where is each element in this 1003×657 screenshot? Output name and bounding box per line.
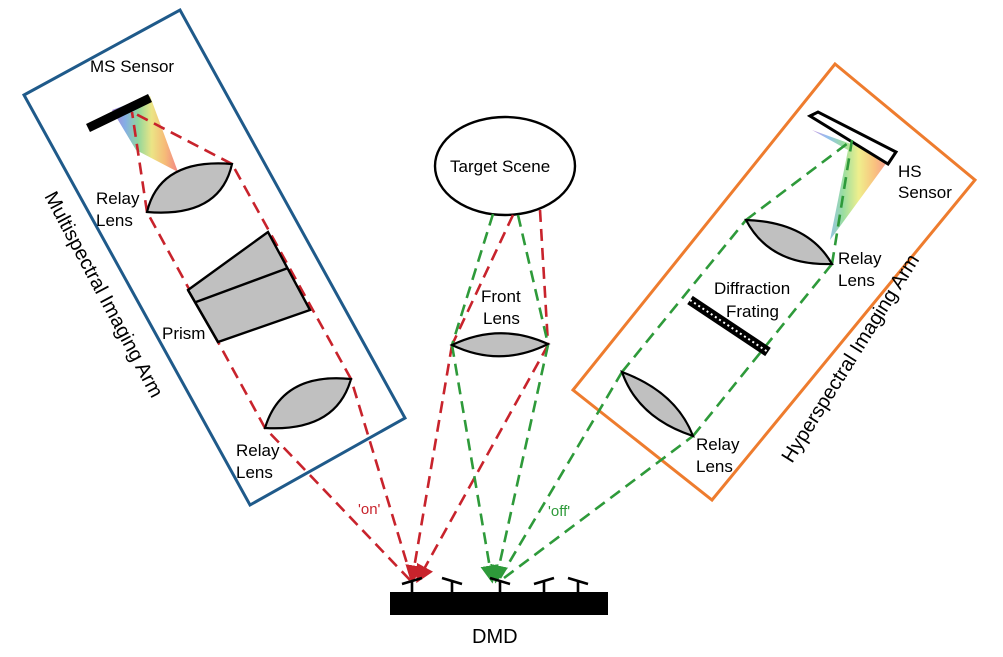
ms-lower-relay-lens: [263, 377, 353, 430]
diffraction-label-2: Frating: [726, 302, 779, 321]
on-path: [130, 110, 550, 584]
hyperspectral-arm-box: [570, 61, 978, 503]
multispectral-arm-box: [21, 7, 408, 508]
hs-lower-relay-lens: [620, 370, 695, 438]
ms-sensor-bar: [86, 93, 152, 133]
ms-upper-relay-label-2: Lens: [96, 211, 133, 230]
ms-spectrum-fan: [112, 96, 178, 172]
hs-sensor-label-1: HS: [898, 162, 922, 181]
off-path: [450, 138, 854, 584]
target-scene-ellipse: [433, 115, 577, 217]
front-lens-label-1: Front: [481, 287, 521, 306]
prism-label: Prism: [162, 324, 205, 343]
ms-lower-relay-label-2: Lens: [236, 463, 273, 482]
hs-sensor-label-2: Sensor: [898, 183, 952, 202]
hs-upper-relay-lens: [744, 218, 834, 266]
ms-sensor-label: MS Sensor: [90, 57, 174, 76]
dmd: [390, 576, 608, 615]
ms-upper-relay-label-1: Relay: [96, 189, 140, 208]
on-label: 'on': [358, 501, 381, 518]
off-label: 'off': [548, 503, 570, 520]
target-scene-label: Target Scene: [450, 157, 550, 176]
ms-upper-relay-lens: [145, 162, 234, 214]
front-lens: [449, 332, 551, 358]
ms-lower-relay-label-1: Relay: [236, 441, 280, 460]
diffraction-label-1: Diffraction: [714, 279, 790, 298]
hs-sensor-bar: [806, 110, 899, 167]
hs-lower-relay-label-2: Lens: [696, 457, 733, 476]
hs-upper-relay-label-2: Lens: [838, 271, 875, 290]
hs-lower-relay-label-1: Relay: [696, 435, 740, 454]
prism: [186, 230, 312, 344]
front-lens-label-2: Lens: [483, 309, 520, 328]
hs-spectrum-fan: [812, 130, 890, 240]
dmd-label: DMD: [472, 626, 518, 648]
diffraction-grating: [687, 295, 771, 357]
hs-upper-relay-label-1: Relay: [838, 249, 882, 268]
